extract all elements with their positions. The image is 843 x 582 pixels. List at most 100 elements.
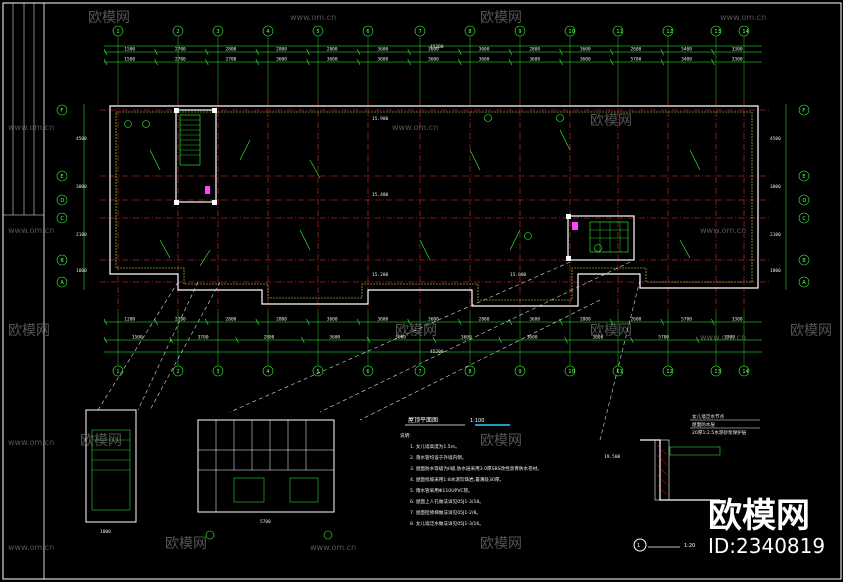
dimension-value: 2800 <box>580 317 591 323</box>
dimension-tick <box>255 48 260 56</box>
watermark-url: www.om.cn <box>8 123 54 132</box>
note-line: 3. 屋面防水等级为II级,防水层采用3.0厚SBS改性沥青防水卷材。 <box>410 465 542 472</box>
detail-text: 屋面防水层 <box>692 421 715 428</box>
dimension-tick <box>458 318 462 326</box>
axis-label: B <box>60 258 64 264</box>
watermark-text: 欧模网 <box>480 433 522 449</box>
dimension-value: 2600 <box>630 317 641 323</box>
axis-label: 11 <box>616 29 622 35</box>
dimension-tick <box>711 48 715 56</box>
slope-arrows <box>124 114 701 267</box>
dimension-value: 1200 <box>124 317 135 323</box>
roof-outline <box>109 105 759 307</box>
watermark-url: www.om.cn <box>290 13 336 22</box>
detail-scale: 1:20 <box>684 543 695 549</box>
axis-bubble <box>56 104 68 116</box>
axis-bubble <box>56 170 68 182</box>
dimension-value: 5700 <box>681 317 692 323</box>
dimension-value: 3600 <box>327 317 338 323</box>
dimension-tick <box>630 336 634 344</box>
axis-label: 10 <box>568 369 574 375</box>
axis-label: C <box>60 216 64 222</box>
axis-label: 1 <box>116 369 119 375</box>
roof-drain <box>524 232 532 240</box>
dimension-tick <box>154 48 158 56</box>
dimension-value: 3600 <box>395 335 406 341</box>
dimension-value: 2800 <box>479 317 490 323</box>
axis-label: C <box>802 216 806 222</box>
dimension-tick <box>407 58 411 66</box>
note-line: 8. 女儿墙泛水做法详见05J1-3/16。 <box>410 520 484 527</box>
side-dimension: 2100 <box>76 232 87 238</box>
dimension-value: 2800 <box>529 47 540 53</box>
dimension-tick <box>711 318 715 326</box>
dimension-tick <box>609 318 614 326</box>
dimension-tick <box>609 58 614 66</box>
slope-arrow <box>559 129 571 151</box>
axis-label: 1 <box>116 29 119 35</box>
watermark-url: www.om.cn <box>8 438 54 447</box>
dimension-value: 2700 <box>226 57 237 63</box>
dimension-value: 2800 <box>327 47 338 53</box>
note-line: 说明: <box>400 432 411 439</box>
note-line: 7. 屋面检修梯做法详见05J1-2/8。 <box>410 509 481 516</box>
axis-bubble <box>798 194 810 206</box>
watermark-layer: 欧模网欧模网欧模网欧模网欧模网欧模网欧模网欧模网欧模网欧模网欧模网www.om.… <box>8 10 832 552</box>
note-line: 1. 女儿墙高度为1.5m。 <box>410 443 460 450</box>
dimension-value: 2800 <box>264 335 275 341</box>
axis-label: 14 <box>742 369 748 375</box>
watermark-url: www.om.cn <box>392 123 438 132</box>
stair-dim: 5700 <box>260 519 271 525</box>
level-label: 15.000 <box>510 272 527 278</box>
dimension-tick <box>508 318 513 326</box>
axis-label: F <box>60 108 63 114</box>
dimension-tick <box>356 48 361 56</box>
detail-leader-lines <box>97 261 641 441</box>
level-label: 15.200 <box>372 272 389 278</box>
dimension-tick <box>559 48 563 56</box>
dimension-value: 5700 <box>658 335 669 341</box>
dimension-value: 3600 <box>461 335 472 341</box>
watermark-url: www.om.cn <box>8 543 54 552</box>
note-line: 4. 屋面找坡采用1:8水泥珍珠岩,最薄处30厚。 <box>410 476 504 483</box>
dimension-value: 2700 <box>175 317 186 323</box>
roof-drain <box>594 244 602 252</box>
dimension-tick <box>306 58 310 66</box>
watermark-url: www.om.cn <box>700 333 746 342</box>
dimension-value: 3600 <box>276 57 287 63</box>
slope-arrow <box>509 229 521 251</box>
watermark-text: 欧模网 <box>480 536 522 552</box>
axis-bubble <box>56 276 68 288</box>
level-label: 15.400 <box>372 192 389 198</box>
roof-drain <box>142 120 150 128</box>
dimension-value: 2800 <box>276 317 287 323</box>
dimension-tick <box>204 48 209 56</box>
watermark-text: 欧模网 <box>88 10 130 26</box>
axis-bubble <box>798 104 810 116</box>
design-notes: 屋顶平面图 1:100 说明: 1. 女儿墙高度为1.5m。 2. 落水管均设于… <box>400 417 542 527</box>
side-dimension: 4500 <box>76 136 87 142</box>
brand-logo-text: 欧模网 <box>708 496 810 536</box>
axis-label: 8 <box>468 29 471 35</box>
axis-label: 10 <box>568 29 574 35</box>
watermark-url: www.om.cn <box>310 543 356 552</box>
watermark-url: www.om.cn <box>700 226 746 235</box>
left-title-strip <box>3 3 44 216</box>
watermark-text: 欧模网 <box>480 10 522 26</box>
dimension-value: 2800 <box>226 47 237 53</box>
side-dimension: 1800 <box>76 268 87 274</box>
side-dimension: 3000 <box>770 184 781 190</box>
dimension-tick <box>255 318 260 326</box>
dimension-tick <box>306 318 310 326</box>
dimension-value: 3600 <box>329 335 340 341</box>
slope-arrow <box>159 239 171 259</box>
dimension-tick <box>498 336 503 344</box>
dimension-value: 3400 <box>681 57 692 63</box>
dimension-tick <box>695 336 700 344</box>
dimension-tick <box>559 58 563 66</box>
